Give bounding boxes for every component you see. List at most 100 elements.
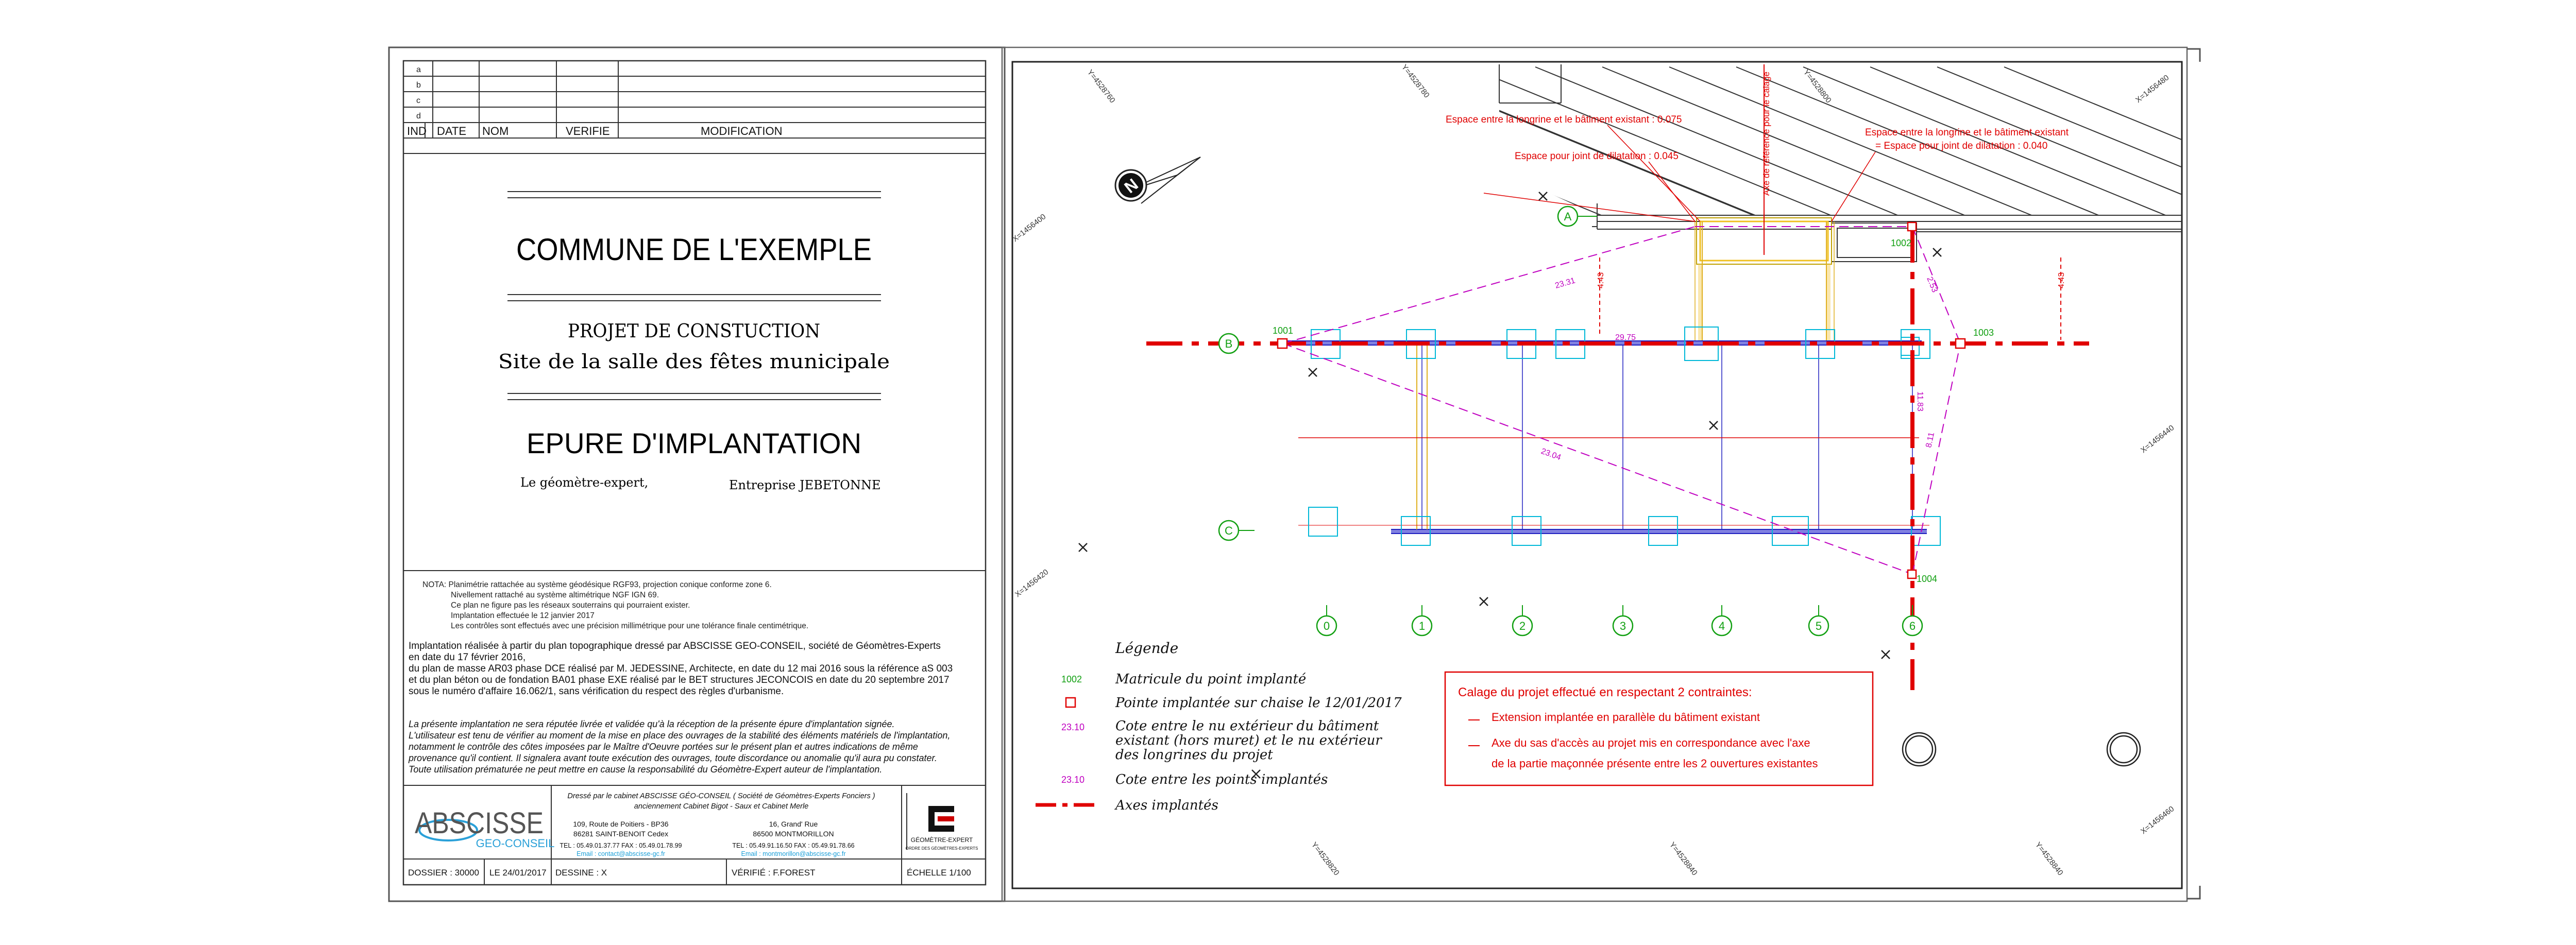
grid-label-x: X=1456460	[2139, 804, 2176, 836]
footer-dessine: DESSINE : X	[555, 868, 607, 878]
footer-dossier: DOSSIER : 30000	[408, 868, 479, 878]
source-paragraph-line: du plan de masse AR03 phase DCE réalisé …	[409, 663, 953, 674]
revision-table	[403, 61, 986, 154]
constraints-box: Calage du projet effectué en respectant …	[1444, 671, 1874, 786]
constraint-item: Extension implantée en parallèle du bâti…	[1492, 711, 1760, 724]
dimension-label: 23.04	[1540, 447, 1563, 462]
point-label: 1003	[1973, 328, 1994, 338]
oge-label: GÉOMÈTRE-EXPERT	[911, 836, 973, 844]
dimension-label: 4.43	[2057, 272, 2066, 288]
axis-number: 0	[1324, 620, 1330, 632]
disclaimer-line: L'utilisateur est tenu de vérifier au mo…	[409, 730, 950, 741]
legend-label: existant (hors muret) et le nu extérieur	[1115, 733, 1382, 748]
grid-label-y: Y=4528780	[1400, 63, 1431, 99]
grid-label-y: Y=4528840	[2033, 840, 2065, 877]
abscisse-logo: ABSCISSE GEO-CONSEIL	[415, 806, 554, 850]
logo-subtext: GEO-CONSEIL	[476, 837, 555, 850]
office2-email[interactable]: Email : montmorillon@abscisse-gc.fr	[741, 850, 845, 857]
office1-email[interactable]: Email : contact@abscisse-gc.fr	[577, 850, 665, 857]
grid-label-x: X=1456400	[1011, 212, 1047, 244]
north-arrow-icon: N	[1114, 157, 1201, 204]
dimension-label: 29.75	[1615, 333, 1636, 342]
point-label: 1001	[1273, 325, 1293, 336]
constraint-item: Axe du sas d'accès au projet mis en corr…	[1492, 736, 1810, 749]
rev-row-d: d	[416, 112, 421, 121]
axis-number: 1	[1419, 620, 1425, 632]
header-nom: NOM	[482, 125, 509, 138]
office2-line: TEL : 05.49.91.16.50 FAX : 05.49.91.78.6…	[732, 842, 854, 849]
grid-label-y: Y=4528820	[1310, 840, 1341, 877]
legend-symbol-cote-points: 23.10	[1061, 775, 1084, 785]
office1-line: 86281 SAINT-BENOIT Cedex	[573, 830, 668, 838]
annotation-longrine-2: Espace entre la longrine et le bâtiment …	[1865, 127, 2069, 138]
office1-line: 109, Route de Poitiers - BP36	[573, 820, 668, 828]
legend-label: des longrines du projet	[1115, 747, 1273, 763]
legend-label: Axes implantés	[1114, 798, 1218, 813]
source-paragraph-line: en date du 17 février 2016,	[409, 652, 526, 663]
header-modification: MODIFICATION	[701, 125, 782, 138]
plan-area: Axe de référence pour le calage Espace e…	[1001, 46, 2201, 902]
legend-symbol-pointe	[1065, 697, 1076, 708]
annotation-longrine-1: Espace entre la longrine et le bâtiment …	[1446, 114, 1682, 125]
dresse-line2: anciennement Cabinet Bigot - Saux et Cab…	[634, 802, 809, 811]
axis-number: 3	[1620, 620, 1626, 632]
commune-title: COMMUNE DE L'EXEMPLE	[516, 232, 872, 267]
source-paragraph-line: sous le numéro d'affaire 16.062/1, sans …	[409, 686, 784, 697]
annotation-joint-2: = Espace pour joint de dilatation : 0.04…	[1875, 141, 2047, 151]
note-line: Ce plan ne figure pas les réseaux souter…	[451, 601, 690, 610]
disclaimer-line: Toute utilisation prématurée ne peut met…	[409, 764, 882, 775]
plan-annotations: Espace entre la longrine et le bâtiment …	[1446, 114, 2069, 222]
axis-letter-c: C	[1225, 524, 1233, 537]
grid-label-x: X=1456440	[2139, 423, 2176, 455]
legend-label: Cote entre le nu extérieur du bâtiment	[1115, 718, 1379, 734]
office2-line: 16, Grand' Rue	[769, 820, 818, 828]
legend-label: Cote entre les points implantés	[1115, 772, 1328, 787]
grid-label-y: Y=4528800	[1802, 68, 1833, 105]
legend: Légende 1002 Matricule du point implanté…	[1036, 640, 1402, 813]
projet-line1: PROJET DE CONSTUCTION	[568, 321, 820, 342]
grid-label-x: X=1456480	[2134, 73, 2171, 105]
existing-building	[1499, 64, 2182, 262]
legend-title: Légende	[1115, 640, 1178, 657]
axis-letter-b: B	[1225, 337, 1233, 350]
dresse-line1: Dressé par le cabinet ABSCISSE GÉO-CONSE…	[567, 792, 875, 800]
longrines	[1283, 340, 1929, 534]
geometre-signature-label: Le géomètre-expert,	[520, 475, 648, 490]
axis-number: 5	[1816, 620, 1822, 632]
rev-row-c: c	[416, 96, 420, 105]
logo-text: ABSCISSE	[415, 806, 544, 840]
point-label: 1004	[1917, 574, 1937, 584]
axis-number: 2	[1519, 620, 1526, 632]
office2-line: 86500 MONTMORILLON	[753, 830, 834, 838]
disclaimer-line: La présente implantation ne sera réputée…	[409, 719, 895, 729]
axis-letter-a: A	[1564, 210, 1572, 223]
entreprise-signature-label: Entreprise JEBETONNE	[729, 478, 880, 492]
measurement-lines	[1282, 226, 1961, 575]
oge-logo: GÉOMÈTRE-EXPERT ORDRE DES GÉOMÈTRES-EXPE…	[906, 806, 978, 851]
annotation-joint-1: Espace pour joint de dilatation : 0.045	[1515, 151, 1679, 162]
axis-bubbles-numbers: 0 1 2 3 4 5 6	[1316, 605, 1923, 637]
legend-label: Matricule du point implanté	[1115, 672, 1306, 687]
dimension-label: 8.11	[1924, 432, 1936, 449]
grid-crosses	[1078, 192, 1942, 779]
oge-sublabel: ORDRE DES GÉOMÈTRES-EXPERTS	[906, 846, 978, 851]
dimension-label: 4.43	[1597, 272, 1605, 288]
source-paragraph-line: Implantation réalisée à partir du plan t…	[409, 641, 941, 651]
disclaimer-line: notamment le contrôle des côtes imposées…	[409, 742, 918, 752]
axis-number: 6	[1909, 620, 1916, 632]
point-label: 1002	[1891, 238, 1911, 248]
note-line: Les contrôles sont effectués avec une pr…	[451, 622, 808, 630]
axis-bubbles-letters: A B C	[1218, 205, 1597, 541]
dimension-labels: 4.43 4.43 23.31 29.75 23.04 2.53 8.11 11…	[1540, 272, 2066, 462]
disclaimer-line: provenance qu'il contient. Il signalera …	[408, 753, 937, 763]
note-line: Implantation effectuée le 12 janvier 201…	[451, 611, 595, 620]
dimension-label: 2.53	[1925, 276, 1939, 294]
calage-axis-label: Axe de référence pour le calage	[1761, 72, 1771, 196]
dimension-label: 23.31	[1554, 276, 1576, 290]
axis-number: 4	[1719, 620, 1725, 632]
cartouche: a b c d IND DATE NOM VERIFIE MODIFICATIO…	[388, 46, 1006, 902]
header-verifie: VERIFIE	[566, 125, 610, 138]
header-ind: IND	[407, 125, 427, 138]
footer-verifie: VÉRIFIÉ : F.FOREST	[732, 868, 815, 878]
